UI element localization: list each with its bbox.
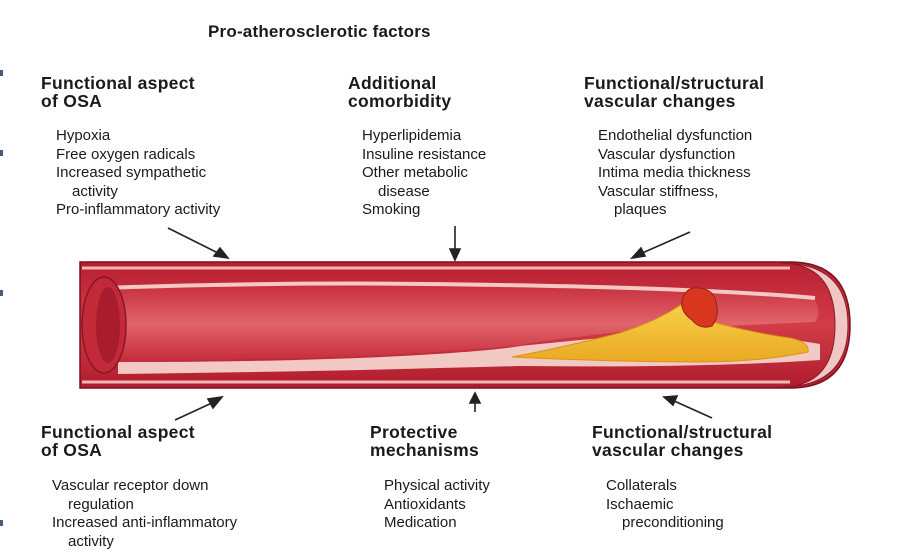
top-arrows <box>167 226 691 262</box>
thrombus <box>681 287 718 328</box>
top-heading-osa: Functional aspect of OSA <box>41 74 195 110</box>
arrow-bottom-right <box>671 399 713 419</box>
atherosclerotic-plaque <box>511 301 809 363</box>
heading-line: Additional <box>348 73 437 93</box>
list-item: preconditioning <box>622 514 724 531</box>
top-heading-comorbidity: Additional comorbidity <box>348 74 451 110</box>
heading-line: Functional/structural <box>584 73 765 93</box>
list-item: Pro-inflammatory activity <box>56 201 221 218</box>
heading-line: vascular changes <box>592 440 744 460</box>
bottom-heading-osa: Functional aspect of OSA <box>41 423 195 459</box>
list-item: Hypoxia <box>56 127 111 144</box>
arrow-head <box>212 246 230 260</box>
vessel-lumen <box>98 285 819 362</box>
list-item: regulation <box>68 495 134 513</box>
list-item: Increased sympathetic <box>56 164 207 181</box>
list-item: Ischaemic <box>606 495 674 513</box>
heading-line: Functional/structural <box>592 422 773 442</box>
list-item: Medication <box>384 514 457 531</box>
list-item: Free oxygen radicals <box>56 145 196 163</box>
top-list-vascular: Endothelial dysfunction Vascular dysfunc… <box>598 127 752 220</box>
heading-line: Protective <box>370 422 458 442</box>
heading-line: mechanisms <box>370 440 480 460</box>
list-item: Collaterals <box>606 477 677 494</box>
intima-top <box>99 281 816 300</box>
heading-line: Functional aspect <box>41 73 195 93</box>
heading-line: comorbidity <box>348 91 452 111</box>
arrow-head <box>662 395 679 407</box>
list-item: disease <box>378 182 430 200</box>
bottom-heading-vascular: Functional/structural vascular changes <box>592 423 772 459</box>
heading-line: of OSA <box>41 91 103 111</box>
heading-line: of OSA <box>41 440 103 460</box>
arrow-top-left <box>167 227 221 255</box>
top-heading-vascular: Functional/structural vascular changes <box>584 74 764 110</box>
edge-mark <box>0 290 3 296</box>
edge-mark <box>0 70 3 76</box>
arrow-bottom-left <box>174 401 215 421</box>
list-item: Other metabolic <box>362 164 468 181</box>
bottom-list-osa: Vascular receptor down regulation Increa… <box>52 477 237 551</box>
arrow-head <box>448 248 462 262</box>
list-item: Physical activity <box>384 477 490 494</box>
list-item: plaques <box>614 201 667 218</box>
list-item: Vascular stiffness, <box>598 182 719 200</box>
list-item: activity <box>72 182 118 200</box>
diagram-title: Pro-atherosclerotic factors <box>208 22 431 41</box>
vessel-opening-inner <box>96 287 120 363</box>
list-item: Vascular receptor down <box>52 477 209 494</box>
list-item: Insuline resistance <box>362 145 487 163</box>
edge-mark <box>0 520 3 526</box>
bottom-list-vascular: Collaterals Ischaemic preconditioning <box>606 477 724 533</box>
list-item: Endothelial dysfunction <box>598 127 753 144</box>
top-list-osa: Hypoxia Free oxygen radicals Increased s… <box>56 127 220 220</box>
top-list-comorbidity: Hyperlipidemia Insuline resistance Other… <box>362 127 486 220</box>
edge-mark <box>0 150 3 156</box>
bottom-arrows <box>174 391 713 421</box>
bottom-list-protective: Physical activity Antioxidants Medicatio… <box>384 477 490 533</box>
list-item: Vascular dysfunction <box>598 145 736 163</box>
arrow-head <box>206 395 224 410</box>
heading-line: vascular changes <box>584 91 736 111</box>
list-item: Increased anti-inflammatory <box>52 514 238 531</box>
list-item: Intima media thickness <box>598 164 751 181</box>
bottom-heading-protective: Protective mechanisms <box>370 423 479 459</box>
list-item: Hyperlipidemia <box>362 127 462 144</box>
arrow-head <box>468 391 482 404</box>
arrow-head <box>629 246 647 260</box>
list-item: activity <box>68 532 114 550</box>
list-item: Smoking <box>362 201 421 218</box>
arrow-top-right <box>639 231 691 255</box>
vessel-end-cap <box>779 262 849 388</box>
list-item: Antioxidants <box>384 495 466 513</box>
heading-line: Functional aspect <box>41 422 195 442</box>
